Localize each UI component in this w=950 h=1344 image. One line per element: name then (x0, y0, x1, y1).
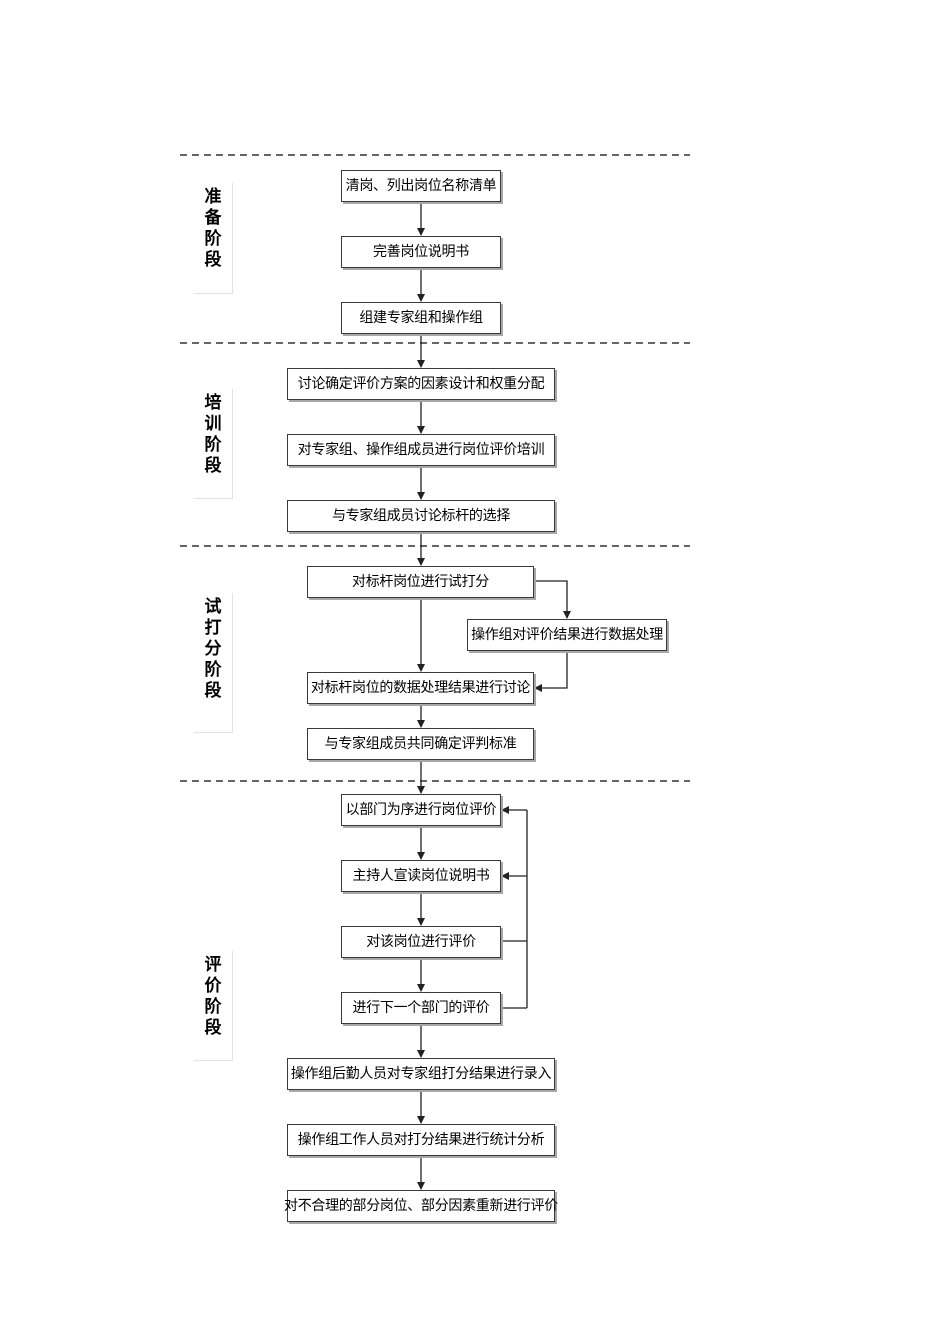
stage-label-evaluation-text: 评价阶段 (204, 955, 222, 1038)
stage-label-trial: 试打分阶段 (194, 593, 233, 733)
branch-arrow (534, 651, 568, 692)
step-form-groups: 组建专家组和操作组 (341, 302, 501, 334)
stage-label-training-text: 培训阶段 (204, 393, 222, 476)
branch-arrow (534, 580, 571, 619)
step-improve-job-descriptions: 完善岗位说明书 (341, 236, 501, 268)
stage-label-evaluation: 评价阶段 (194, 951, 233, 1061)
step-read-job-description: 主持人宣读岗位说明书 (341, 860, 501, 892)
step-evaluate-position: 对该岗位进行评价 (341, 926, 501, 958)
step-statistical-analysis: 操作组工作人员对打分结果进行统计分析 (287, 1124, 555, 1156)
stage-label-trial-text: 试打分阶段 (204, 597, 222, 701)
step-data-processing: 操作组对评价结果进行数据处理 (467, 619, 667, 651)
step-select-benchmarks: 与专家组成员讨论标杆的选择 (287, 500, 555, 532)
step-discuss-evaluation-plan: 讨论确定评价方案的因素设计和权重分配 (287, 368, 555, 400)
stage-label-training: 培训阶段 (194, 389, 233, 499)
stage-label-prep: 准备阶段 (194, 183, 233, 294)
step-evaluate-by-department: 以部门为序进行岗位评价 (341, 794, 501, 826)
step-discuss-results: 对标杆岗位的数据处理结果进行讨论 (307, 672, 534, 704)
step-trial-scoring: 对标杆岗位进行试打分 (307, 566, 534, 598)
step-set-criteria: 与专家组成员共同确定评判标准 (307, 728, 534, 760)
stage-label-prep-text: 准备阶段 (204, 187, 222, 270)
step-enter-scores: 操作组后勤人员对专家组打分结果进行录入 (287, 1058, 555, 1090)
step-train-members: 对专家组、操作组成员进行岗位评价培训 (287, 434, 555, 466)
step-next-department: 进行下一个部门的评价 (341, 992, 501, 1024)
step-list-position-names: 清岗、列出岗位名称清单 (341, 170, 501, 202)
step-re-evaluate: 对不合理的部分岗位、部分因素重新进行评价 (284, 1190, 558, 1222)
